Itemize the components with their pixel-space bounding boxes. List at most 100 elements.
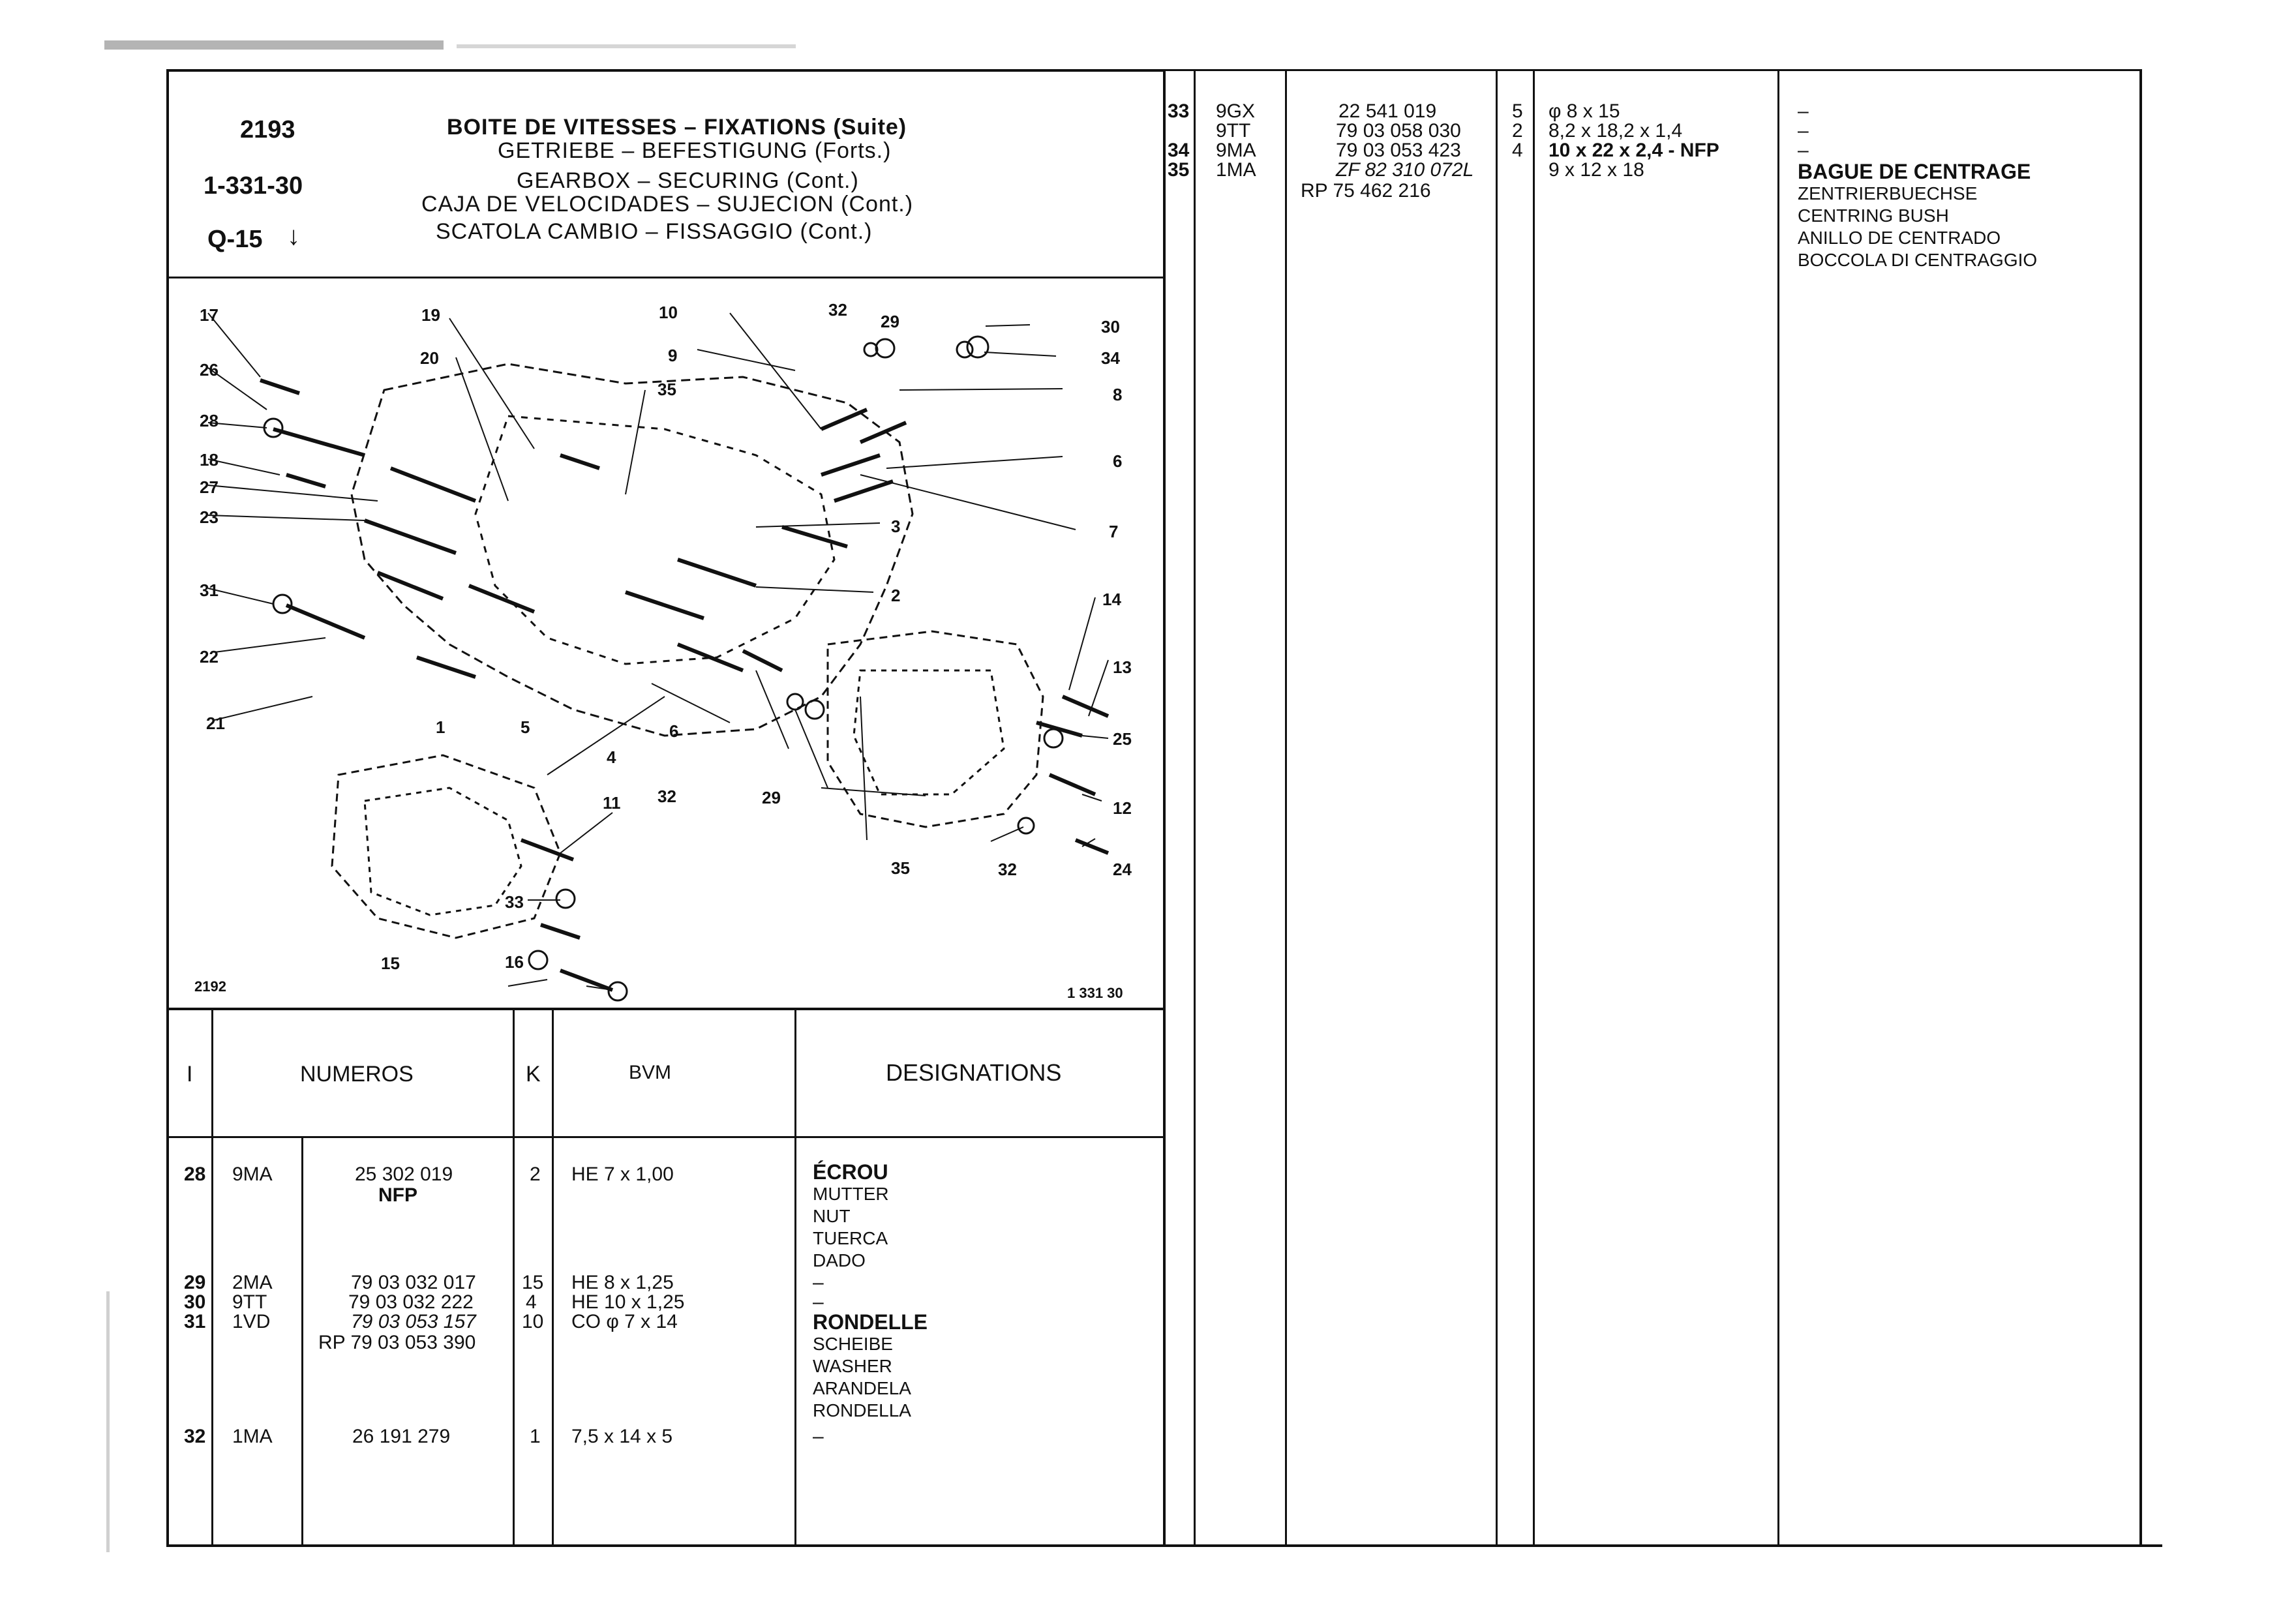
callout-16: 16 (505, 952, 524, 972)
callout-29b: 29 (762, 788, 781, 807)
callout-6: 6 (1113, 451, 1123, 471)
washer (786, 693, 804, 711)
bell-housing (331, 754, 562, 939)
exploded-gearbox-diagram (207, 312, 1110, 1002)
row-type: 1MA (1216, 159, 1256, 181)
row-part-note: NFP (378, 1184, 417, 1206)
callout-22: 22 (200, 647, 219, 667)
callout-12: 12 (1113, 798, 1132, 818)
washer (263, 417, 284, 438)
row-index: 31 (184, 1311, 206, 1332)
callout-19: 19 (421, 305, 440, 325)
header-bottom-rule (166, 277, 1166, 278)
row-type: 1VD (232, 1311, 271, 1332)
callout-11: 11 (603, 793, 621, 813)
right-col-rule-bvm (1777, 69, 1779, 1547)
row-designation-es: ARANDELA (813, 1378, 911, 1398)
callout-34: 34 (1101, 348, 1120, 368)
table-head-rule (166, 1136, 1166, 1138)
row-qty: 2 (530, 1164, 541, 1185)
left-frame-left (166, 69, 169, 1547)
callout-23: 23 (200, 507, 219, 527)
callout-28: 28 (200, 411, 219, 430)
diagram-corner-right: 1 331 30 (1067, 985, 1123, 1001)
right-col-rule-k (1533, 69, 1535, 1547)
col-rule-num (513, 1008, 515, 1547)
title-en: GEARBOX – SECURING (Cont.) (517, 168, 859, 193)
bolt-set (260, 378, 1110, 992)
row-designation: – (813, 1272, 824, 1293)
callout-6b: 6 (669, 721, 679, 741)
washer (555, 888, 576, 909)
row-type: 9MA (1216, 140, 1256, 161)
scan-noise (106, 1291, 110, 1552)
row-bvm: φ 8 x 15 (1548, 100, 1620, 122)
housing-inner (474, 415, 836, 665)
callout-18: 18 (200, 450, 219, 470)
row-part-number: 79 03 058 030 (1336, 120, 1461, 142)
callout-32b: 32 (657, 787, 676, 806)
row-part-number: 22 541 019 (1338, 100, 1437, 122)
callout-20: 20 (420, 348, 439, 368)
row-bvm: HE 10 x 1,25 (571, 1291, 685, 1313)
sub-code: Q-15 (207, 226, 263, 253)
title-fr: BOITE DE VITESSES – FIXATIONS (Suite) (447, 115, 907, 140)
col-rule-k (552, 1008, 554, 1547)
callout-32c: 32 (998, 860, 1017, 879)
right-col-rule-i (1194, 69, 1196, 1547)
diagram-bottom-rule (166, 1008, 1166, 1010)
row-type: 9TT (232, 1291, 267, 1313)
row-designation-es: ANILLO DE CENTRADO (1798, 228, 2001, 248)
row-designation-en: WASHER (813, 1356, 892, 1376)
row-part-number: 79 03 053 423 (1336, 140, 1461, 161)
callout-35: 35 (657, 380, 676, 399)
row-part-number: 79 03 032 222 (348, 1291, 474, 1313)
ref-code: 1-331-30 (204, 172, 303, 200)
row-index: 35 (1168, 159, 1190, 181)
row-part-number: ZF 82 310 072L (1336, 159, 1474, 181)
page-number: 2193 (240, 116, 295, 143)
washer (966, 335, 989, 359)
row-designation-de: SCHEIBE (813, 1334, 893, 1354)
row-qty: 1 (530, 1426, 541, 1447)
title-it: SCATOLA CAMBIO – FISSAGGIO (Cont.) (436, 219, 873, 244)
row-part-replacement: RP 75 462 216 (1301, 180, 1431, 202)
callout-8: 8 (1113, 385, 1123, 404)
row-part-number: 79 03 053 157 (351, 1311, 476, 1332)
row-bvm: 9 x 12 x 18 (1548, 159, 1644, 181)
row-bvm: 10 x 22 x 2,4 - NFP (1548, 140, 1719, 161)
row-part-number: 25 302 019 (355, 1164, 453, 1185)
washer (1017, 817, 1035, 835)
callout-2: 2 (891, 586, 901, 605)
callout-29: 29 (881, 312, 899, 331)
col-rule-bvm (794, 1008, 796, 1547)
callout-33: 33 (505, 892, 524, 912)
row-designation-it: DADO (813, 1250, 866, 1270)
left-frame-top (166, 69, 1166, 72)
callout-5: 5 (521, 717, 530, 737)
callout-21: 21 (206, 713, 225, 733)
row-type: 1MA (232, 1426, 273, 1447)
row-bvm: 7,5 x 14 x 5 (571, 1426, 673, 1447)
row-part-number: 26 191 279 (352, 1426, 451, 1447)
leader-lines (207, 312, 1109, 991)
washer (272, 593, 293, 614)
callout-24: 24 (1113, 860, 1132, 879)
row-qty: 15 (522, 1272, 544, 1293)
callout-4: 4 (607, 747, 616, 767)
row-designation: – (1798, 140, 1809, 161)
right-col-rule-type (1285, 69, 1287, 1547)
row-qty: 5 (1512, 100, 1523, 122)
washer (1043, 728, 1064, 749)
col-header-designations: DESIGNATIONS (886, 1059, 1062, 1086)
row-designation: – (1798, 120, 1809, 142)
row-qty: 4 (526, 1291, 537, 1313)
down-arrow-icon: ↓ (287, 222, 300, 250)
row-designation: – (1798, 100, 1809, 122)
right-frame-right (2139, 69, 2142, 1547)
callout-1: 1 (436, 717, 446, 737)
row-index: 30 (184, 1291, 206, 1313)
callout-9: 9 (668, 346, 678, 365)
callout-3: 3 (891, 517, 901, 536)
row-qty: 2 (1512, 120, 1523, 142)
